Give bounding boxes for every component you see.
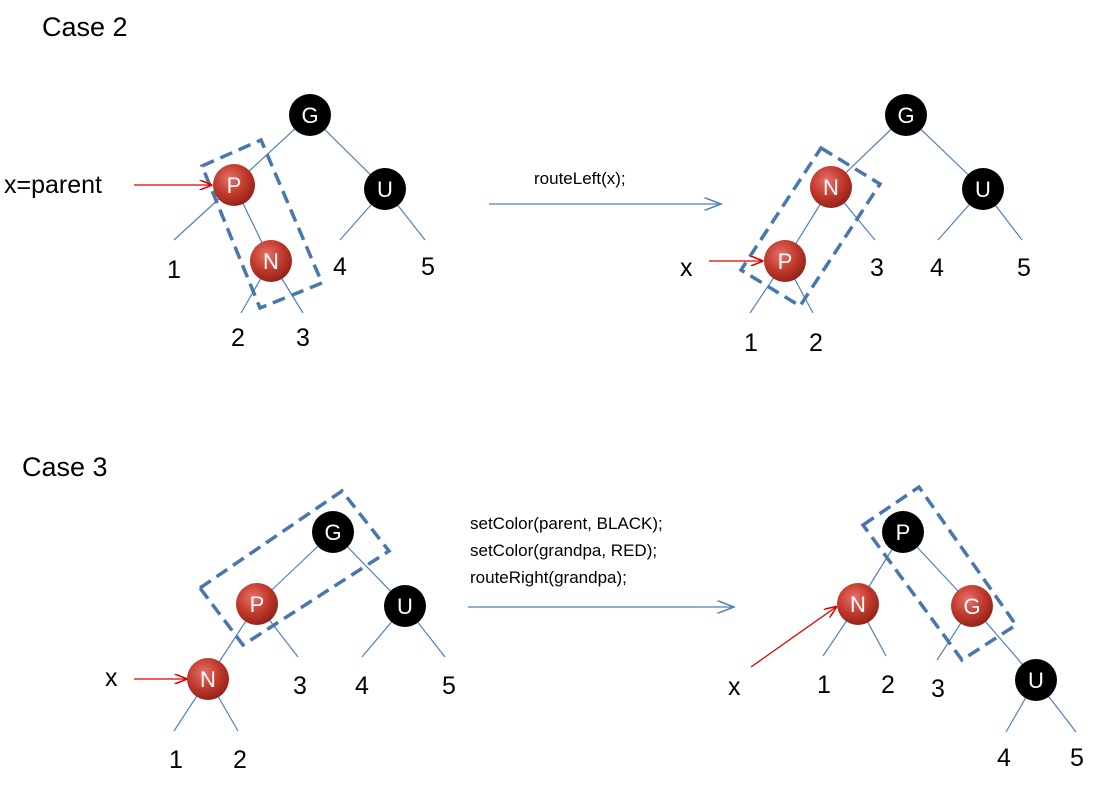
svg-text:P: P: [896, 520, 911, 545]
svg-text:N: N: [263, 249, 279, 274]
case2-before-leaf-3: 3: [296, 324, 310, 352]
svg-text:U: U: [377, 177, 393, 202]
case2-after-leaf-5: 5: [1017, 254, 1031, 282]
svg-text:G: G: [324, 520, 341, 545]
svg-text:U: U: [975, 177, 991, 202]
case2-after-leaf-1: 1: [744, 329, 758, 357]
case3-pointer-label: x: [105, 664, 118, 692]
case2-after-node-g: G: [885, 94, 927, 136]
case3-after-pointer-arrow: [750, 607, 836, 668]
case2-before-leaf-4: 4: [333, 253, 347, 281]
case3-title: Case 3: [22, 452, 108, 482]
case2-before-dashed-box: [199, 137, 325, 311]
case3-after-leaf-1: 1: [817, 671, 831, 699]
case3-after-leaf-2: 2: [881, 671, 895, 699]
case2-pointer-label: x=parent: [4, 171, 102, 199]
svg-text:G: G: [897, 103, 914, 128]
case3-operation-line-1: setColor(parent, BLACK);: [470, 514, 663, 533]
svg-text:G: G: [963, 594, 980, 619]
case3-before-edges: [173, 531, 446, 732]
case3-before-leaf-4: 4: [355, 672, 369, 700]
case3-after-dashed-box: [860, 484, 1019, 663]
case3-before-node-u: U: [384, 585, 426, 627]
case2-after-node-n: N: [810, 166, 852, 208]
case2-title: Case 2: [42, 12, 128, 42]
case2-operation: routeLeft(x);: [534, 169, 626, 188]
case3-after-node-p: P: [882, 511, 924, 553]
case3-after-node-g: G: [951, 585, 993, 627]
case2-before-leaf-5: 5: [421, 253, 435, 281]
case3-before-leaf-1: 1: [169, 746, 183, 774]
case3-before-dashed-box: [197, 488, 392, 648]
case2-after-leaf-4: 4: [930, 254, 944, 282]
case3-before-node-g: G: [312, 511, 354, 553]
svg-text:G: G: [301, 103, 318, 128]
case3-after-leaf-4: 4: [997, 744, 1011, 772]
case2-after-dashed-box: [738, 145, 883, 309]
case3-before-leaf-3: 3: [293, 672, 307, 700]
case3-after-edges: [822, 531, 1077, 733]
case2-after-node-p: P: [764, 240, 806, 282]
case2-after-edges: [749, 114, 1023, 314]
svg-text:P: P: [250, 592, 265, 617]
case2-before-edges: [173, 114, 426, 314]
case2-before-node-u: U: [364, 168, 406, 210]
case3-after-node-n: N: [837, 583, 879, 625]
case3-after-node-u: U: [1015, 659, 1057, 701]
case2-after-node-u: U: [962, 168, 1004, 210]
case2-before-node-n: N: [250, 240, 292, 282]
svg-text:U: U: [397, 594, 413, 619]
case2-after-leaf-3: 3: [870, 254, 884, 282]
svg-text:U: U: [1028, 668, 1044, 693]
case3-after-leaf-3: 3: [931, 675, 945, 703]
case3-before-node-n: N: [187, 658, 229, 700]
case2-before-leaf-1: 1: [167, 256, 181, 284]
case3-after-leaf-5: 5: [1070, 744, 1084, 772]
case3-operation-line-2: setColor(grandpa, RED);: [470, 541, 657, 560]
svg-text:P: P: [227, 173, 242, 198]
case3-before-node-p: P: [236, 583, 278, 625]
case2-after-leaf-2: 2: [809, 329, 823, 357]
svg-text:N: N: [850, 592, 866, 617]
case3-operation-line-3: routeRight(grandpa);: [470, 568, 627, 587]
case2-before-node-g: G: [289, 94, 331, 136]
svg-text:P: P: [778, 249, 793, 274]
svg-text:N: N: [200, 667, 216, 692]
case3-before-leaf-5: 5: [442, 672, 456, 700]
case2-before-node-p: P: [213, 164, 255, 206]
case2-before-leaf-2: 2: [231, 324, 245, 352]
svg-text:N: N: [823, 175, 839, 200]
case3-before-leaf-2: 2: [233, 746, 247, 774]
case2-after-pointer-label: x: [680, 254, 693, 282]
case3-after-pointer-label: x: [728, 673, 741, 701]
